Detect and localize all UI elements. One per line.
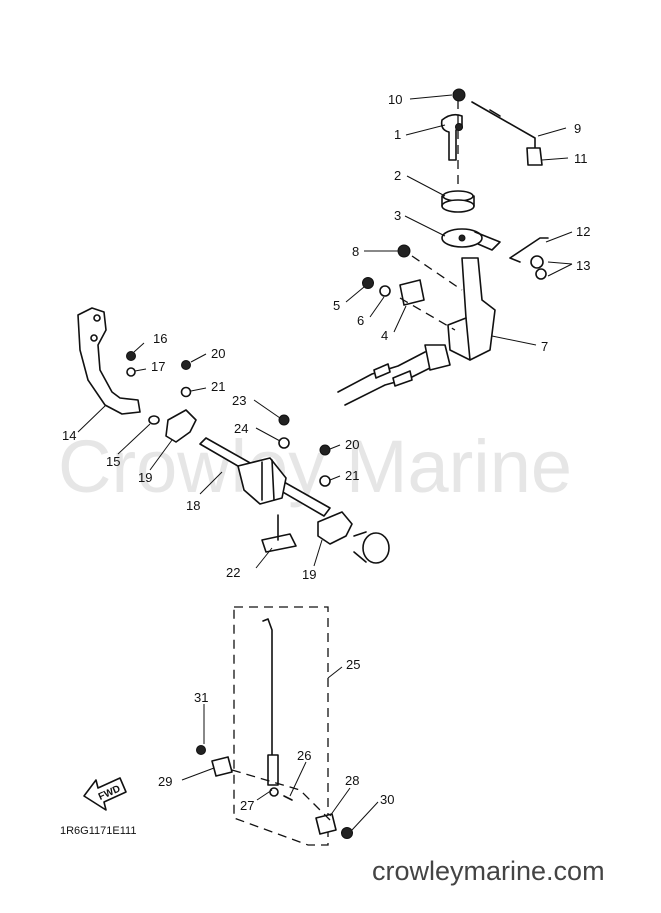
- callout-31: 31: [194, 690, 208, 705]
- callout-3: 3: [394, 208, 401, 223]
- drawing-code: 1R6G1171E111: [60, 825, 136, 837]
- callout-9: 9: [574, 121, 581, 136]
- part-29-clip: [211, 756, 233, 777]
- part-20-bolt-right: [319, 444, 331, 456]
- leader-lines: [77, 94, 573, 831]
- part-19-lever-right: [317, 511, 353, 545]
- callout-16: 16: [153, 331, 167, 346]
- callout-25: 25: [346, 657, 360, 672]
- part-20-bolt-left: [181, 360, 191, 370]
- callout-10: 10: [388, 92, 402, 107]
- website-text: crowleymarine.com: [372, 856, 605, 886]
- fwd-arrow-icon: FWD: [83, 777, 127, 811]
- callout-15: 15: [106, 454, 120, 469]
- callout-23: 23: [232, 393, 246, 408]
- part-21-washer-left: [180, 386, 192, 398]
- part-24-washer: [278, 437, 290, 449]
- callout-18: 18: [186, 498, 200, 513]
- part-22-plate: [261, 533, 297, 553]
- part-13-washer: [530, 255, 544, 269]
- callout-20-left: 20: [211, 346, 225, 361]
- callout-17: 17: [151, 359, 165, 374]
- part-6-washer: [379, 285, 391, 297]
- part-26-spring: [283, 795, 293, 801]
- part-16-bolt: [126, 351, 136, 361]
- part-14-shift-lever: [77, 307, 141, 415]
- part-17-washer: [126, 367, 136, 377]
- callout-22: 22: [226, 565, 240, 580]
- part-25-shift-rod: [262, 618, 273, 761]
- throttle-cam-assembly: [337, 88, 549, 406]
- callout-19-right: 19: [302, 567, 316, 582]
- callout-4: 4: [381, 328, 388, 343]
- part-30-bolt: [341, 827, 353, 839]
- part-27-pin: [269, 787, 279, 797]
- callout-24: 24: [234, 421, 248, 436]
- callout-labels: 10 1 2 3 9 11 12 13 8 5 6 4 7 16 17 14 1…: [62, 92, 590, 813]
- part-28-clip: [315, 813, 337, 835]
- part-10-nut: [452, 88, 466, 102]
- part-23-bolt: [278, 414, 290, 426]
- callout-14: 14: [62, 428, 76, 443]
- part-8-bolt: [397, 244, 411, 258]
- part-7-bracket: [447, 257, 496, 361]
- callout-11: 11: [574, 151, 588, 166]
- shift-shaft-assembly: [165, 360, 390, 564]
- watermark-text: Crowley Marine: [58, 425, 572, 508]
- shift-lever-assembly: [77, 307, 160, 425]
- callout-27: 27: [240, 798, 254, 813]
- callout-20-right: 20: [345, 437, 359, 452]
- callout-13: 13: [576, 258, 590, 273]
- callout-5: 5: [333, 298, 340, 313]
- callout-29: 29: [158, 774, 172, 789]
- callout-6: 6: [357, 313, 364, 328]
- part-12-rod: [509, 237, 549, 263]
- callout-28: 28: [345, 773, 359, 788]
- callout-12: 12: [576, 224, 590, 239]
- shift-rod-assembly: [196, 606, 353, 846]
- callout-30: 30: [380, 792, 394, 807]
- part-4-bracket: [399, 279, 425, 306]
- part-31-bolt: [196, 745, 206, 755]
- part-15-clip: [148, 415, 160, 425]
- callout-19-left: 19: [138, 470, 152, 485]
- callout-21-left: 21: [211, 379, 225, 394]
- part-11-clip: [526, 147, 543, 166]
- part-5-bolt: [362, 277, 374, 289]
- callout-21-right: 21: [345, 468, 359, 483]
- shift-knob: [362, 532, 390, 564]
- callout-2: 2: [394, 168, 401, 183]
- part-19-lever-left: [165, 409, 197, 443]
- callout-26: 26: [297, 748, 311, 763]
- callout-8: 8: [352, 244, 359, 259]
- callout-7: 7: [541, 339, 548, 354]
- part-9-link-rod: [471, 101, 536, 153]
- part-21-washer-right: [319, 475, 331, 487]
- callout-1: 1: [394, 127, 401, 142]
- part-25-boundary: [233, 606, 329, 846]
- part-1-lever: [440, 113, 463, 161]
